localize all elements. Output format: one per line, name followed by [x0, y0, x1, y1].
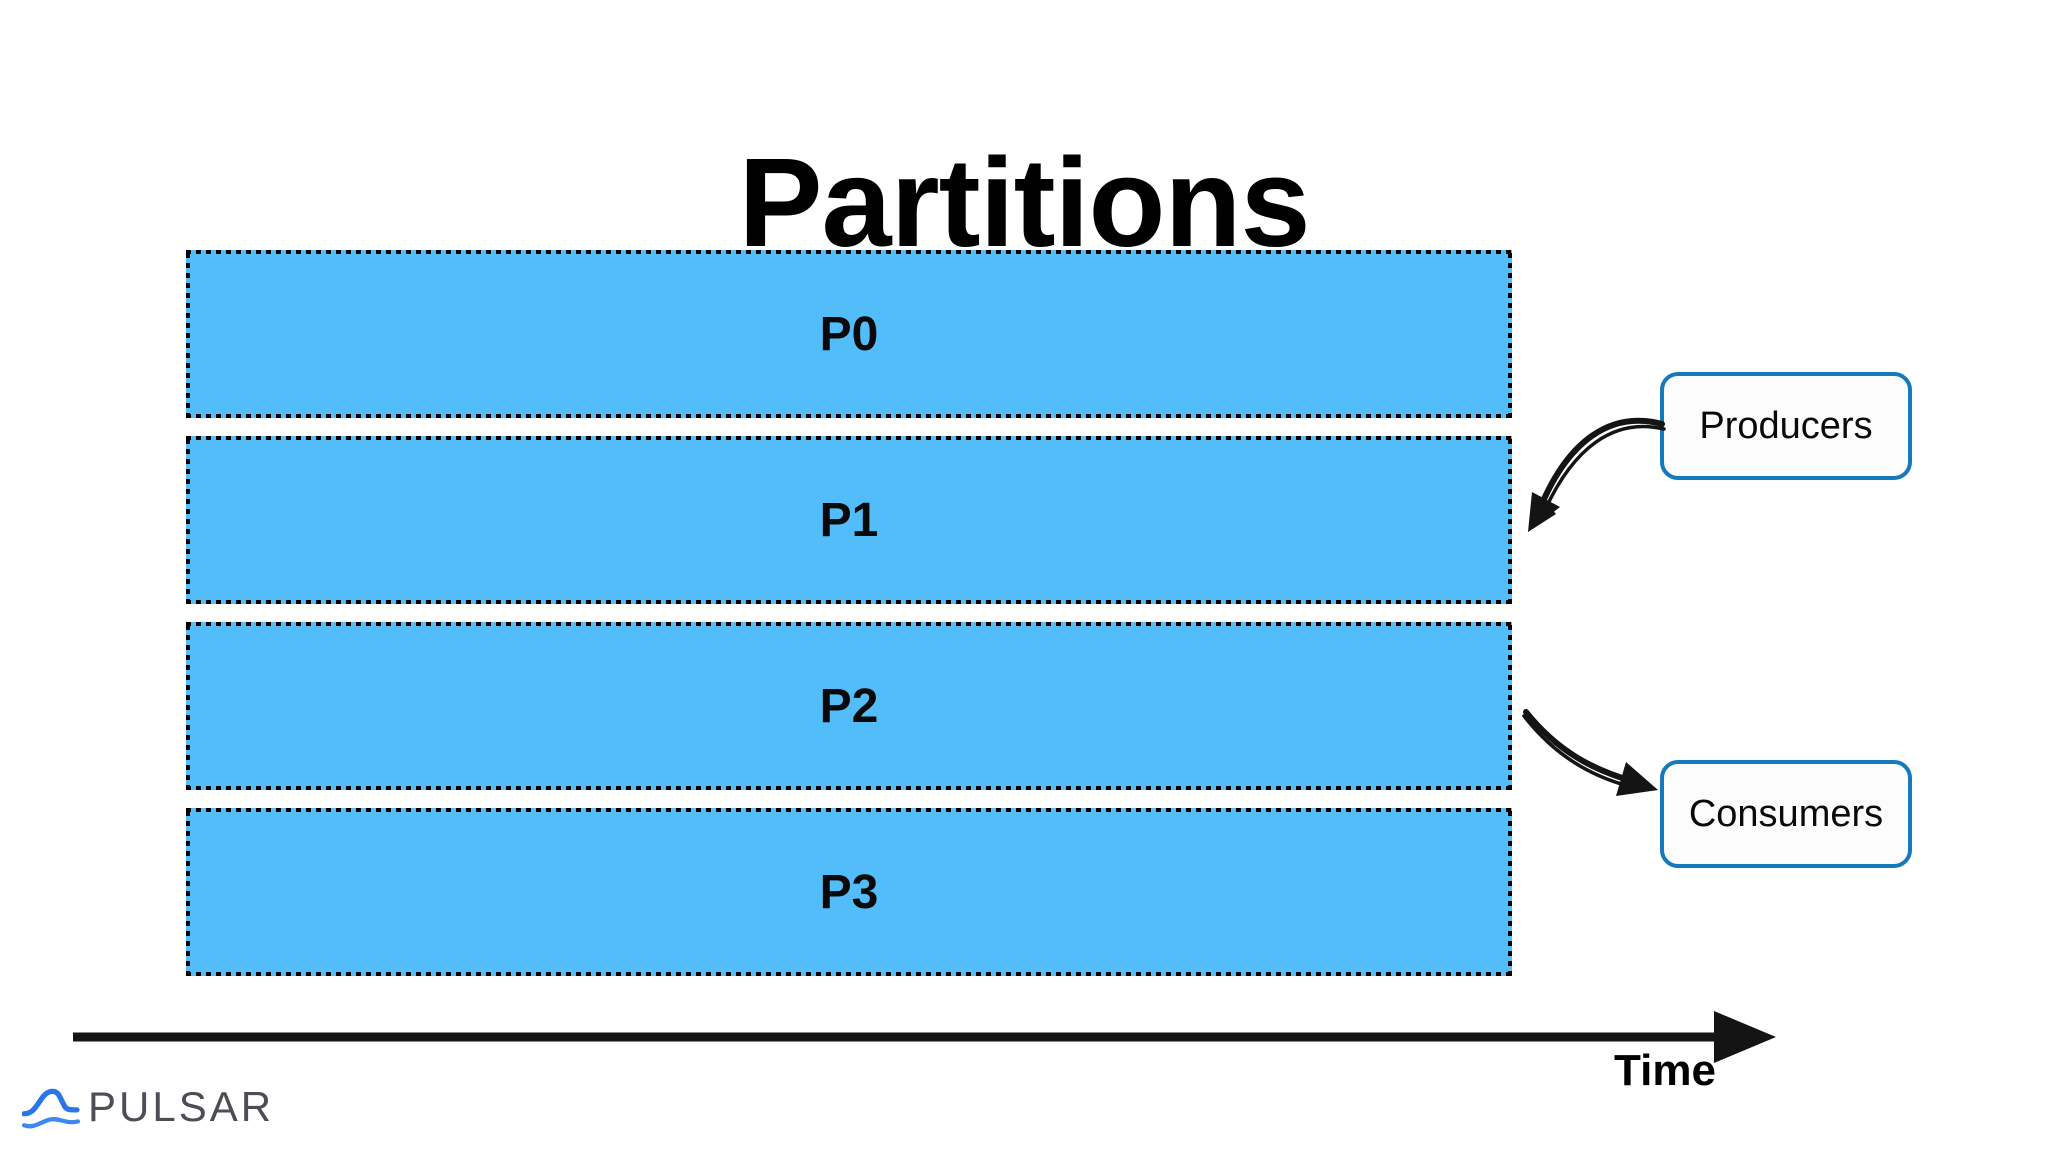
producers-arrow	[1528, 417, 1666, 532]
partition-row-p2: P2	[186, 622, 1512, 790]
time-axis-label: Time	[1614, 1046, 1716, 1095]
pulsar-logo: PULSAR	[22, 1082, 274, 1132]
pulsar-wave-icon	[22, 1088, 80, 1129]
pulsar-logo-text: PULSAR	[88, 1083, 275, 1130]
consumers-arrow	[1522, 709, 1658, 796]
partition-row-p1: P1	[186, 436, 1512, 604]
partition-row-p0: P0	[186, 250, 1512, 418]
consumers-box: Consumers	[1660, 760, 1912, 868]
page-title: Partitions	[738, 132, 1310, 274]
partition-label: P0	[819, 307, 879, 361]
partition-label: P1	[819, 493, 879, 547]
time-axis-arrow	[73, 1011, 1776, 1063]
producers-label: Producers	[1699, 404, 1873, 447]
partition-row-p3: P3	[186, 808, 1512, 976]
partition-label: P3	[819, 865, 879, 919]
consumers-label: Consumers	[1688, 792, 1884, 835]
partition-label: P2	[819, 679, 879, 733]
producers-box: Producers	[1660, 372, 1912, 480]
